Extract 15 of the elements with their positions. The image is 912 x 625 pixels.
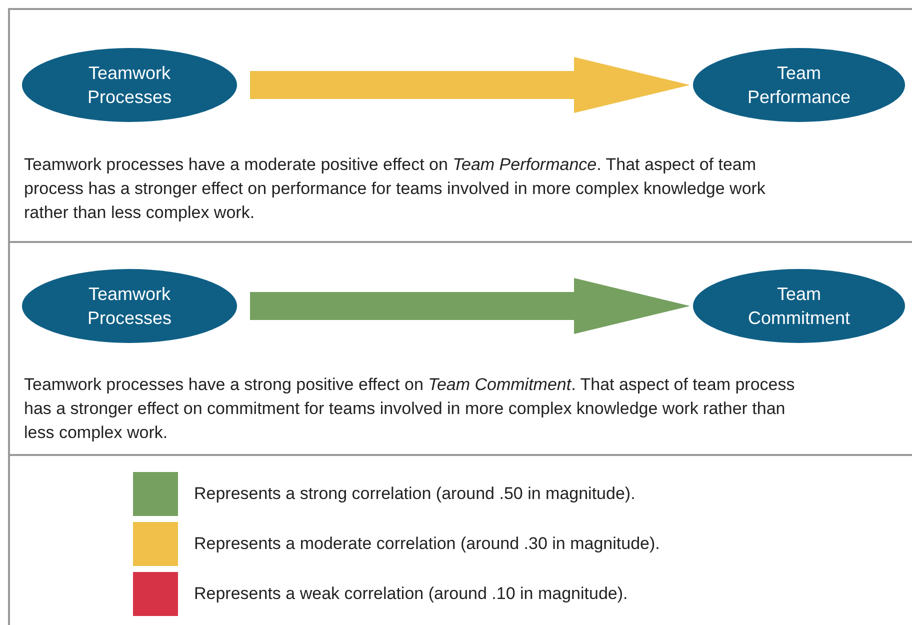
node-label: Team Commitment	[746, 283, 851, 330]
node-label: Team Performance	[746, 62, 852, 109]
block-arrow	[250, 278, 690, 334]
node-label: Teamwork Processes	[86, 62, 173, 109]
node-label: Teamwork Processes	[86, 283, 173, 330]
legend-label: Represents a strong correlation (around .50 in magnitude).	[194, 484, 636, 504]
ellipse-node	[22, 269, 237, 343]
ellipse-node	[693, 269, 905, 343]
ellipse-node	[22, 48, 237, 122]
block-arrow	[250, 57, 690, 113]
legend-label: Represents a weak correlation (around .10 in magnitude).	[194, 584, 628, 604]
legend-label: Represents a moderate correlation (around .30 in magnitude).	[194, 534, 660, 554]
ellipse-node	[693, 48, 905, 122]
description-text: Teamwork processes have a moderate positive effect on Team Performance. That aspect of team process has a stronger effect on performance for teams involved in more complex knowledge work rather than less complex work.	[24, 154, 766, 224]
description-text: Teamwork processes have a strong positive effect on Team Commitment. That aspect of team process has a stronger effect on commitment for teams involved in more complex knowledge work rather than less complex work.	[24, 374, 796, 444]
